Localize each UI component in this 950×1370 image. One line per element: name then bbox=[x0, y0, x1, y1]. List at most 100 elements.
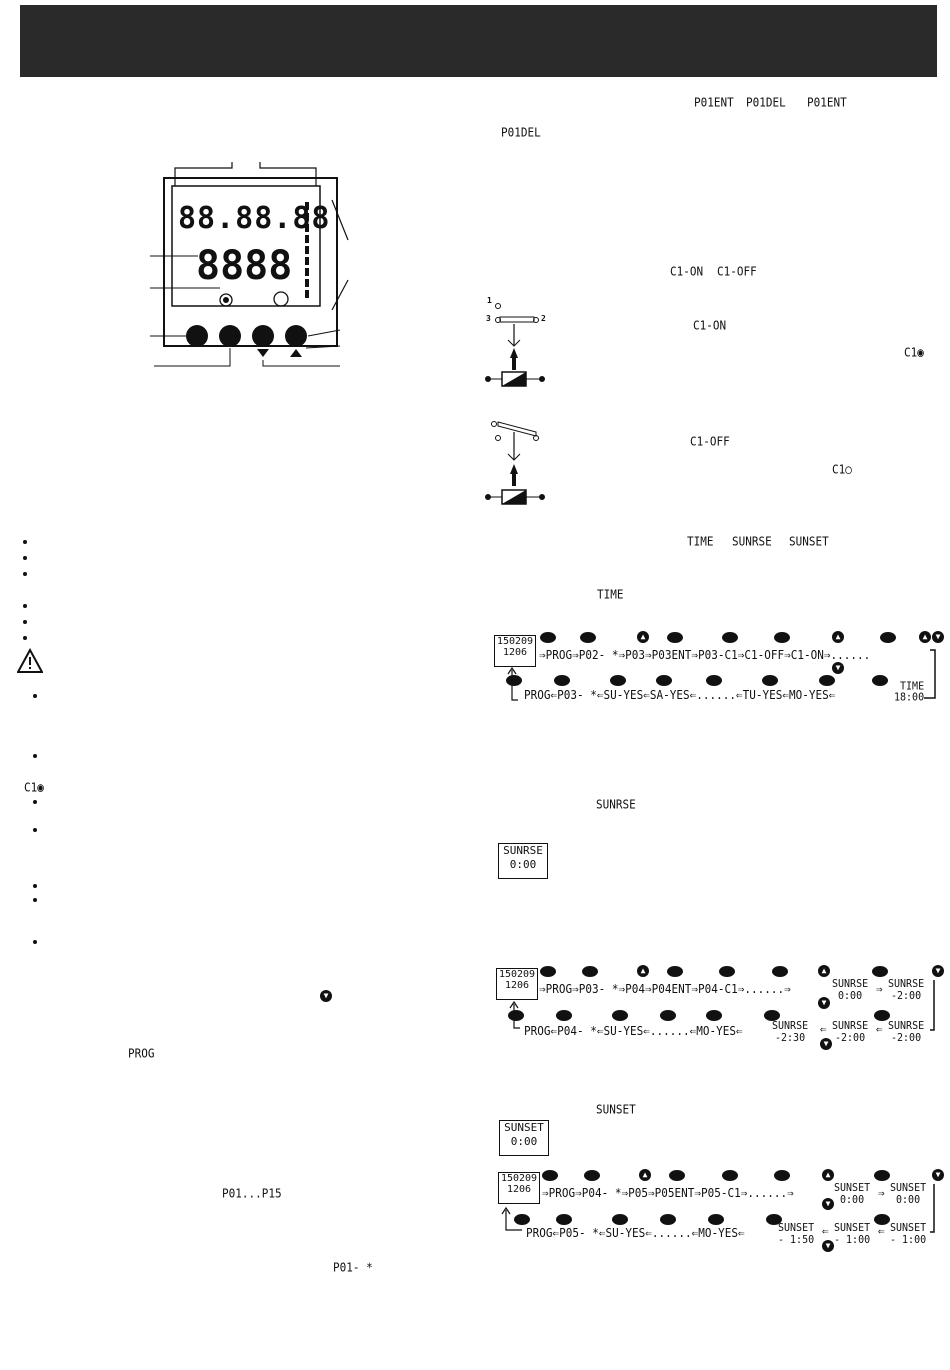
button-dot bbox=[766, 1214, 782, 1225]
step: - 1:00 bbox=[834, 1234, 871, 1247]
button-dot bbox=[874, 1010, 890, 1021]
step: PROG bbox=[545, 982, 573, 997]
button-dot bbox=[722, 632, 738, 643]
sunset-step: SUNSET- 1:50 bbox=[778, 1222, 814, 1246]
button-dot bbox=[542, 1170, 558, 1181]
step: P05ENT bbox=[654, 1186, 695, 1201]
step: P03-C1 bbox=[698, 648, 738, 663]
step: * bbox=[611, 648, 619, 663]
contact-3-label: 3 bbox=[486, 314, 491, 323]
button-dot bbox=[722, 1170, 738, 1181]
sunrse-label: SUNRSE bbox=[732, 534, 772, 549]
p01del-label-2: P01DEL bbox=[501, 125, 541, 140]
lcd-line1: SUNSET bbox=[504, 1121, 544, 1134]
step: P03- bbox=[557, 688, 584, 703]
step: PROG bbox=[548, 1186, 576, 1201]
p01del-label: P01DEL bbox=[746, 95, 786, 110]
lcd-line2: 1206 bbox=[504, 980, 530, 991]
step: SU-YES bbox=[603, 688, 644, 703]
bullet bbox=[23, 540, 27, 544]
lcd-line1: SUNRSE bbox=[503, 844, 543, 857]
sunrise-step: SUNRSE-2:00 bbox=[888, 1020, 924, 1044]
button-dot bbox=[540, 632, 556, 643]
step: P02- bbox=[578, 648, 606, 663]
lcd-line2: 1206 bbox=[506, 1184, 532, 1195]
lcd-display: 150209 1206 bbox=[498, 1172, 540, 1204]
bullet bbox=[33, 800, 37, 804]
step: P05-C1 bbox=[701, 1186, 741, 1201]
flow-row-bottom: PROG⇐P04- *⇐SU-YES⇐......⇐MO-YES⇐ bbox=[524, 1024, 743, 1039]
button-dot bbox=[667, 632, 683, 643]
bullet bbox=[23, 556, 27, 560]
flow-row-bottom: PROG⇐P03- *⇐SU-YES⇐SA-YES⇐......⇐TU-YES⇐… bbox=[524, 688, 836, 703]
step: SUNRSE bbox=[888, 1020, 925, 1033]
sunrse-label-2: SUNRSE bbox=[596, 797, 636, 812]
step: SUNRSE bbox=[888, 978, 925, 991]
bullet bbox=[33, 754, 37, 758]
step: PROG bbox=[526, 1226, 553, 1241]
button-dot bbox=[514, 1214, 530, 1225]
button-dot bbox=[660, 1010, 676, 1021]
button-dot bbox=[772, 966, 788, 977]
step: P05 bbox=[628, 1186, 648, 1201]
arrow-up-icon: ▲ bbox=[639, 1169, 651, 1181]
c1-off-label: C1-OFF bbox=[717, 264, 757, 279]
step: MO-YES bbox=[698, 1226, 738, 1241]
button-dot bbox=[610, 675, 626, 686]
step: -2:00 bbox=[835, 1032, 866, 1045]
step: 0:00 bbox=[840, 1194, 865, 1207]
step: P04 bbox=[625, 982, 645, 997]
arrow-down-icon: ▼ bbox=[822, 1198, 834, 1210]
c1-off-symbol: C1○ bbox=[832, 462, 852, 477]
button-dot bbox=[508, 1010, 524, 1021]
step: P04ENT bbox=[651, 982, 692, 997]
button-dot bbox=[874, 1214, 890, 1225]
button-dot bbox=[762, 675, 778, 686]
device-outline bbox=[150, 162, 349, 367]
bullet bbox=[23, 620, 27, 624]
step: SUNRSE bbox=[772, 1020, 809, 1033]
step: P04- bbox=[581, 1186, 609, 1201]
arrow-down-icon: ▼ bbox=[932, 631, 944, 643]
step: P04-C1 bbox=[698, 982, 738, 997]
bullet bbox=[33, 694, 37, 698]
c1-on-label: C1-ON bbox=[670, 264, 704, 279]
header-bar bbox=[20, 5, 937, 77]
sunset-display: SUNSET 0:00 bbox=[499, 1120, 549, 1156]
flow-arrow: ⇐ bbox=[876, 1022, 883, 1037]
step: * bbox=[590, 688, 597, 703]
contact-1-label: 1 bbox=[487, 296, 492, 305]
button-dot bbox=[874, 1170, 890, 1181]
arrow-up-icon: ▲ bbox=[637, 965, 649, 977]
flow-time: 150209 1206 ▲ ▲ ▼ ▲ ▼ ⇒PROG⇒P02- *⇒P03⇒P… bbox=[494, 630, 944, 710]
step: SU-YES bbox=[605, 1226, 646, 1241]
step: 0:00 bbox=[838, 990, 863, 1003]
step: SUNRSE bbox=[832, 978, 869, 991]
step: SUNSET bbox=[834, 1222, 871, 1235]
bullet bbox=[33, 884, 37, 888]
flow-return-arrows bbox=[509, 980, 935, 1031]
step: - 1:00 bbox=[890, 1234, 927, 1247]
button-dot bbox=[774, 632, 790, 643]
button-dot bbox=[506, 675, 522, 686]
c1-on-symbol: C1◉ bbox=[904, 345, 924, 360]
flow-return-arrows bbox=[501, 1184, 935, 1233]
button-dot bbox=[612, 1010, 628, 1021]
arrow-down-icon: ▼ bbox=[320, 990, 332, 1002]
button-dot bbox=[764, 1010, 780, 1021]
c1-on-label-2: C1-ON bbox=[693, 318, 727, 333]
button-dot bbox=[584, 1170, 600, 1181]
step: - 1:50 bbox=[778, 1234, 815, 1247]
p01-p15-label: P01...P15 bbox=[222, 1186, 282, 1201]
arrow-up-icon: ▲ bbox=[919, 631, 931, 643]
lcd-line1: 150209 bbox=[500, 1173, 538, 1184]
flow-sunset: 150209 1206 ▲ ▲ ▼ ▼ ⇒PROG⇒P04- *⇒P05⇒P05… bbox=[494, 1166, 944, 1254]
flow-sunrise: 150209 1206 ▲ ▲ ▼ ▼ ⇒PROG⇒P03- *⇒P04⇒P04… bbox=[494, 962, 944, 1050]
flow-row-top: ⇒PROG⇒P02- *⇒P03⇒P03ENT⇒P03-C1⇒C1-OFF⇒C1… bbox=[539, 648, 871, 663]
lcd-line2: 1206 bbox=[502, 647, 528, 658]
button-dot bbox=[706, 1010, 722, 1021]
sunrise-step: SUNRSE-2:30 bbox=[772, 1020, 808, 1044]
step: * bbox=[614, 1186, 622, 1201]
flow-return-arrows bbox=[507, 649, 936, 701]
